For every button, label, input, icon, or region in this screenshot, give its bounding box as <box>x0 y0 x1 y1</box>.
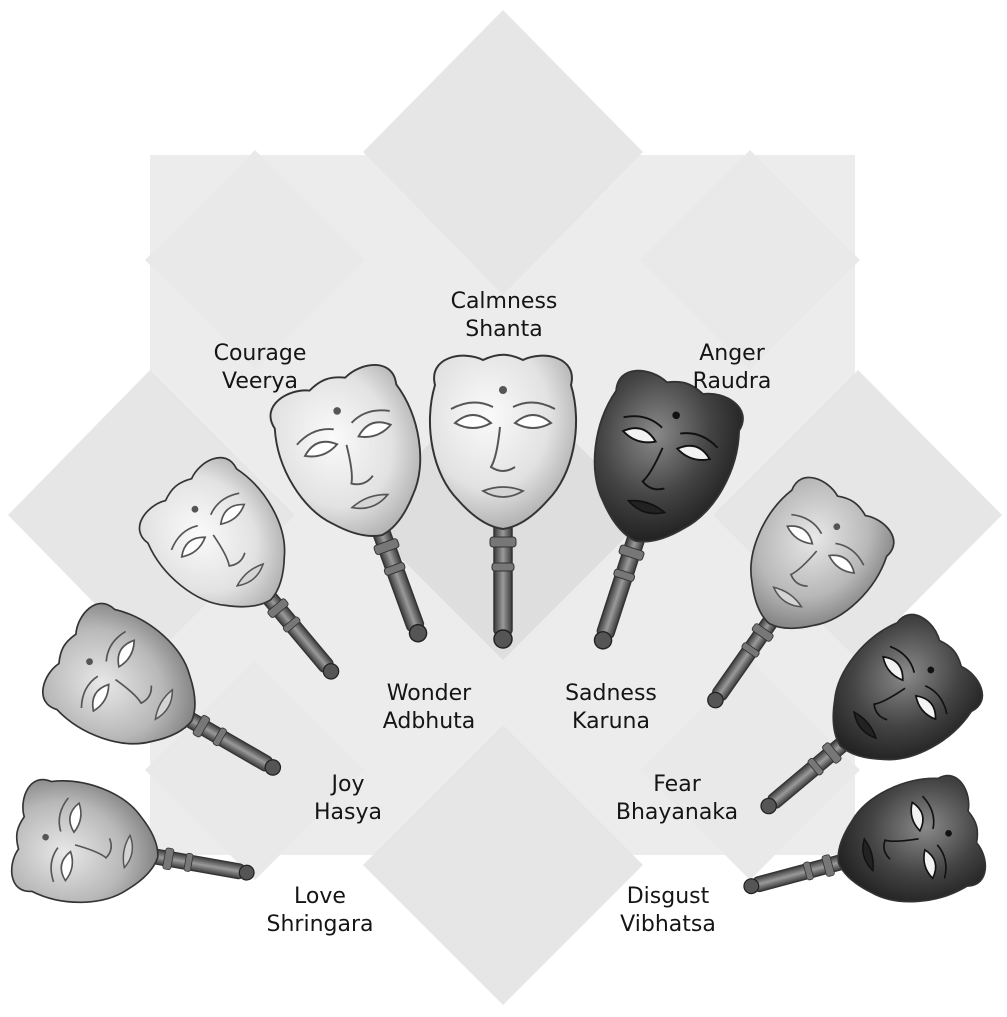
sanskrit-name: Shringara <box>255 911 385 939</box>
label-anger: Anger Raudra <box>684 340 780 396</box>
label-courage: Courage Veerya <box>202 340 318 396</box>
emotion-name: Love <box>255 883 385 911</box>
sanskrit-name: Raudra <box>684 368 780 396</box>
label-calmness: Calmness Shanta <box>442 288 566 344</box>
mask-face <box>7 773 169 916</box>
emotion-name: Wonder <box>374 680 484 708</box>
sanskrit-name: Karuna <box>552 708 670 736</box>
mask-handle <box>490 520 516 648</box>
label-fear: Fear Bhayanaka <box>610 771 744 827</box>
sanskrit-name: Shanta <box>442 316 566 344</box>
sanskrit-name: Veerya <box>202 368 318 396</box>
emotion-name: Calmness <box>442 288 566 316</box>
label-disgust: Disgust Vibhatsa <box>610 883 726 939</box>
emotion-name: Disgust <box>610 883 726 911</box>
emotion-name: Joy <box>310 771 386 799</box>
emotion-name: Anger <box>684 340 780 368</box>
sanskrit-name: Adbhuta <box>374 708 484 736</box>
label-sadness: Sadness Karuna <box>552 680 670 736</box>
sanskrit-name: Vibhatsa <box>610 911 726 939</box>
label-joy: Joy Hasya <box>310 771 386 827</box>
sanskrit-name: Bhayanaka <box>610 799 744 827</box>
emotion-name: Fear <box>610 771 744 799</box>
sanskrit-name: Hasya <box>310 799 386 827</box>
label-wonder: Wonder Adbhuta <box>374 680 484 736</box>
emotion-name: Sadness <box>552 680 670 708</box>
label-love: Love Shringara <box>255 883 385 939</box>
emotion-name: Courage <box>202 340 318 368</box>
